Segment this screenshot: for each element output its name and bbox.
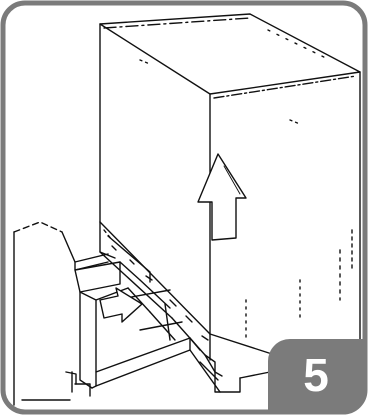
drawer-tray <box>75 262 220 392</box>
up-arrow-icon <box>198 154 246 240</box>
right-arrow-icon <box>100 288 142 322</box>
step-badge: 5 <box>268 339 364 411</box>
step-number: 5 <box>303 352 329 398</box>
dispenser-housing <box>14 222 108 405</box>
